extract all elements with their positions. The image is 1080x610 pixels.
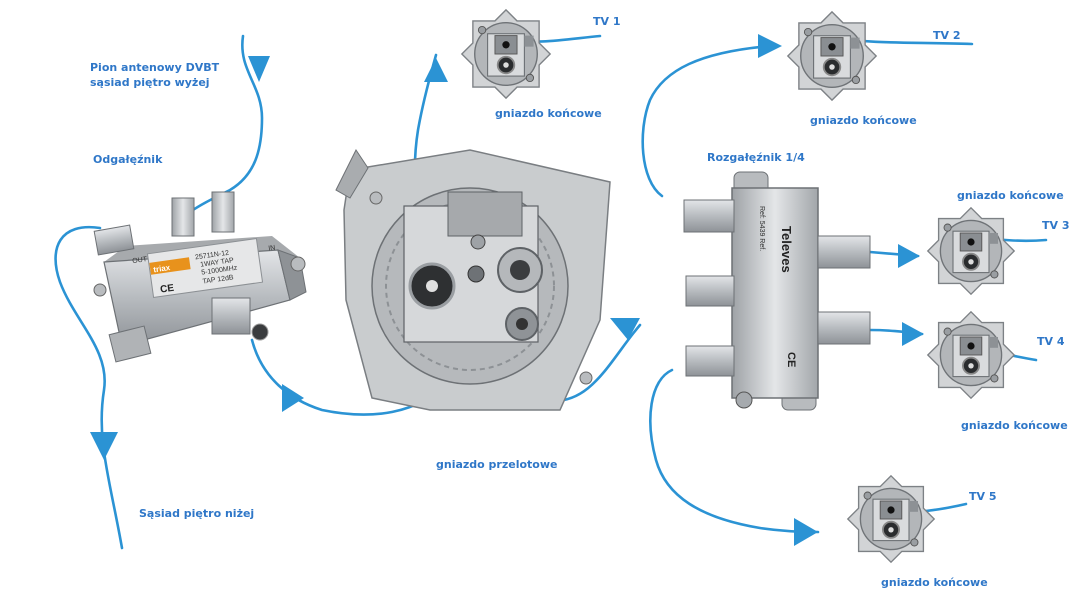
end-socket-tv1 xyxy=(460,8,552,100)
cable-splitter-to-tv5 xyxy=(649,368,820,534)
end-socket-tv3 xyxy=(926,206,1016,296)
arrow-to-tv1 xyxy=(424,58,448,82)
tap-port-out-label: OUT xyxy=(132,256,148,265)
tap-spec-line-1: 25711N-12 xyxy=(195,250,230,262)
label-end-socket-tv1: gniazdo końcowe xyxy=(495,107,602,120)
splitter-port-bottom-left xyxy=(685,345,735,377)
tap-port-in-label: IN xyxy=(268,245,276,253)
label-pass-socket: gniazdo przelotowe xyxy=(436,458,558,471)
label-splitter: Rozgałęźnik 1/4 xyxy=(707,151,805,164)
tap-port-top-left xyxy=(171,197,195,237)
splitter-port-bottom-right xyxy=(817,311,871,345)
arrow-neighbor-down xyxy=(90,432,118,460)
tap-mount-ear xyxy=(108,325,152,363)
arrow-to-tv4 xyxy=(902,322,924,346)
splitter-port-top-right xyxy=(817,235,871,269)
cable-tap-to-neighbor-below xyxy=(54,225,124,550)
label-end-socket-tv5: gniazdo końcowe xyxy=(881,576,988,589)
cable-riser-in xyxy=(188,34,264,214)
label-tap: Odgałęźnik xyxy=(93,153,163,166)
splitter-body xyxy=(731,187,819,399)
arrow-to-pass-socket xyxy=(282,384,304,412)
splitter-brand-text: Televes xyxy=(779,226,794,273)
label-end-socket-tv4: gniazdo końcowe xyxy=(961,419,1068,432)
tap-port-left xyxy=(93,224,135,256)
tap-spec-line-4: TAP 12dB xyxy=(202,274,234,285)
label-neighbor-below: Sąsiad piętro niżej xyxy=(139,507,255,520)
arrow-to-tv3 xyxy=(898,244,920,268)
tap-brand-plate xyxy=(149,257,191,275)
tap-port-bottom xyxy=(211,297,251,335)
arrows xyxy=(90,34,924,546)
tap-label-plate xyxy=(146,237,264,299)
pass-socket-device xyxy=(335,149,611,411)
label-tv2: TV 2 xyxy=(933,29,961,42)
splitter-ce-mark: CE xyxy=(785,352,797,367)
label-tv3: TV 3 xyxy=(1042,219,1070,232)
splitter-in-port xyxy=(683,199,735,233)
end-socket-tv5 xyxy=(846,474,936,564)
arrow-to-splitter xyxy=(610,318,640,340)
arrow-riser-down xyxy=(248,56,270,82)
tap-ce-mark: CE xyxy=(159,283,175,296)
tap-device: triax 25711N-12 1WAY TAP 5-1000MHz TAP 1… xyxy=(93,191,307,363)
splitter-port-mid-left xyxy=(685,275,735,307)
tap-port-top-right xyxy=(211,191,235,233)
label-tv4: TV 4 xyxy=(1037,335,1065,348)
tap-brand-text: triax xyxy=(153,263,172,274)
arrow-to-tv2 xyxy=(758,34,782,58)
arrow-to-tv5 xyxy=(794,518,818,546)
splitter-device: Televes Ref: 5439 Ref. CE xyxy=(683,171,871,411)
label-riser: Pion antenowy DVBT sąsiad piętro wyżej xyxy=(90,61,220,89)
splitter-ref-text: Ref: 5439 Ref. xyxy=(758,206,765,251)
end-socket-tv2 xyxy=(786,10,878,102)
end-socket-tv4 xyxy=(926,310,1016,400)
label-tv5: TV 5 xyxy=(969,490,997,503)
tap-spec-line-2: 1WAY TAP xyxy=(200,257,235,269)
cable-splitter-to-tv2 xyxy=(641,44,772,198)
label-end-socket-tv2: gniazdo końcowe xyxy=(810,114,917,127)
label-tv1: TV 1 xyxy=(593,15,621,28)
label-end-socket-tv3: gniazdo końcowe xyxy=(957,189,1064,202)
